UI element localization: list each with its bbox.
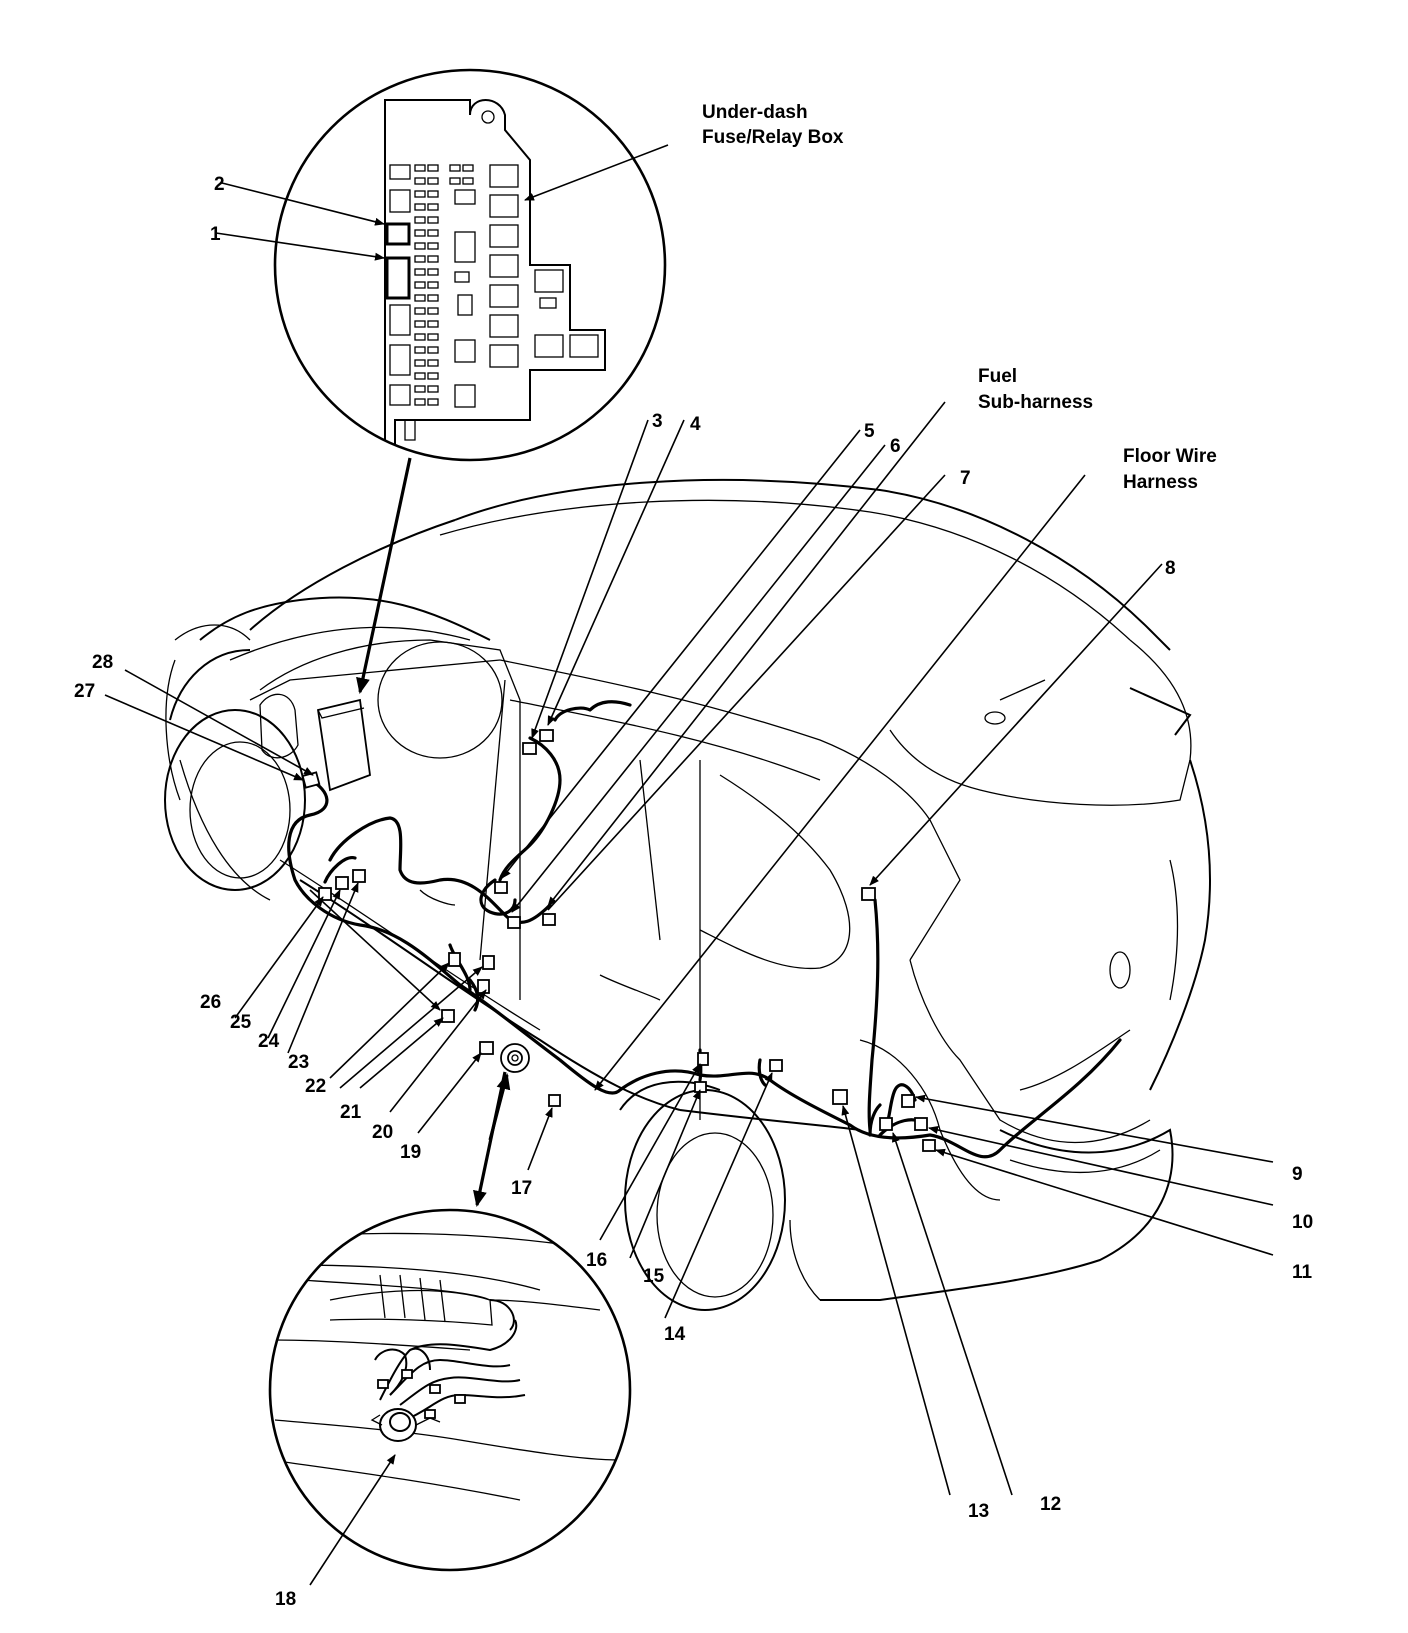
callout-23: 23	[288, 1052, 309, 1073]
callout-14: 14	[664, 1324, 686, 1345]
callout-10: 10	[1292, 1212, 1313, 1233]
callout-19: 19	[400, 1142, 421, 1163]
callout-24: 24	[258, 1031, 280, 1052]
callout-1: 1	[210, 224, 221, 245]
fuel-subharness-label-line2: Sub-harness	[978, 392, 1093, 413]
fuse-box-detail	[273, 68, 667, 462]
fuse-grid	[385, 164, 599, 441]
callout-28: 28	[92, 652, 113, 673]
callout-11: 11	[1292, 1262, 1313, 1283]
callout-3: 3	[652, 411, 663, 432]
callout-22: 22	[305, 1076, 326, 1097]
fuel-subharness-label-line1: Fuel	[978, 366, 1017, 387]
callout-26: 26	[200, 992, 221, 1013]
connectors	[301, 729, 936, 1152]
callout-16: 16	[586, 1250, 607, 1271]
callout-12: 12	[1040, 1494, 1061, 1515]
callout-4: 4	[690, 414, 701, 435]
callout-15: 15	[643, 1266, 665, 1287]
callout-27: 27	[74, 681, 95, 702]
callout-25: 25	[230, 1012, 252, 1033]
callout-17: 17	[511, 1178, 532, 1199]
ground-detail	[268, 1208, 632, 1572]
floor-harness-label-line1: Floor Wire	[1123, 446, 1217, 467]
callout-21: 21	[340, 1102, 362, 1123]
callout-9: 9	[1292, 1164, 1303, 1185]
callout-7: 7	[960, 468, 971, 489]
underdash-label-line1: Under-dash	[702, 102, 808, 123]
callout-8: 8	[1165, 558, 1176, 579]
callout-13: 13	[968, 1501, 989, 1522]
floor-harness-label-line2: Harness	[1123, 472, 1198, 493]
leader-lines	[104, 144, 1274, 1586]
fusebox-location-arrow	[356, 457, 412, 694]
callout-5: 5	[864, 421, 875, 442]
callout-2: 2	[214, 174, 225, 195]
vehicle-body	[164, 479, 1211, 1311]
callout-18: 18	[275, 1589, 296, 1610]
text-labels: Under-dash Fuse/Relay Box Fuel Sub-harne…	[74, 102, 1313, 1610]
callout-6: 6	[890, 436, 901, 457]
callout-20: 20	[372, 1122, 393, 1143]
underdash-label-line2: Fuse/Relay Box	[702, 127, 844, 148]
mini-fuses	[414, 164, 474, 406]
ground-detail-arrow-up	[488, 1073, 511, 1141]
